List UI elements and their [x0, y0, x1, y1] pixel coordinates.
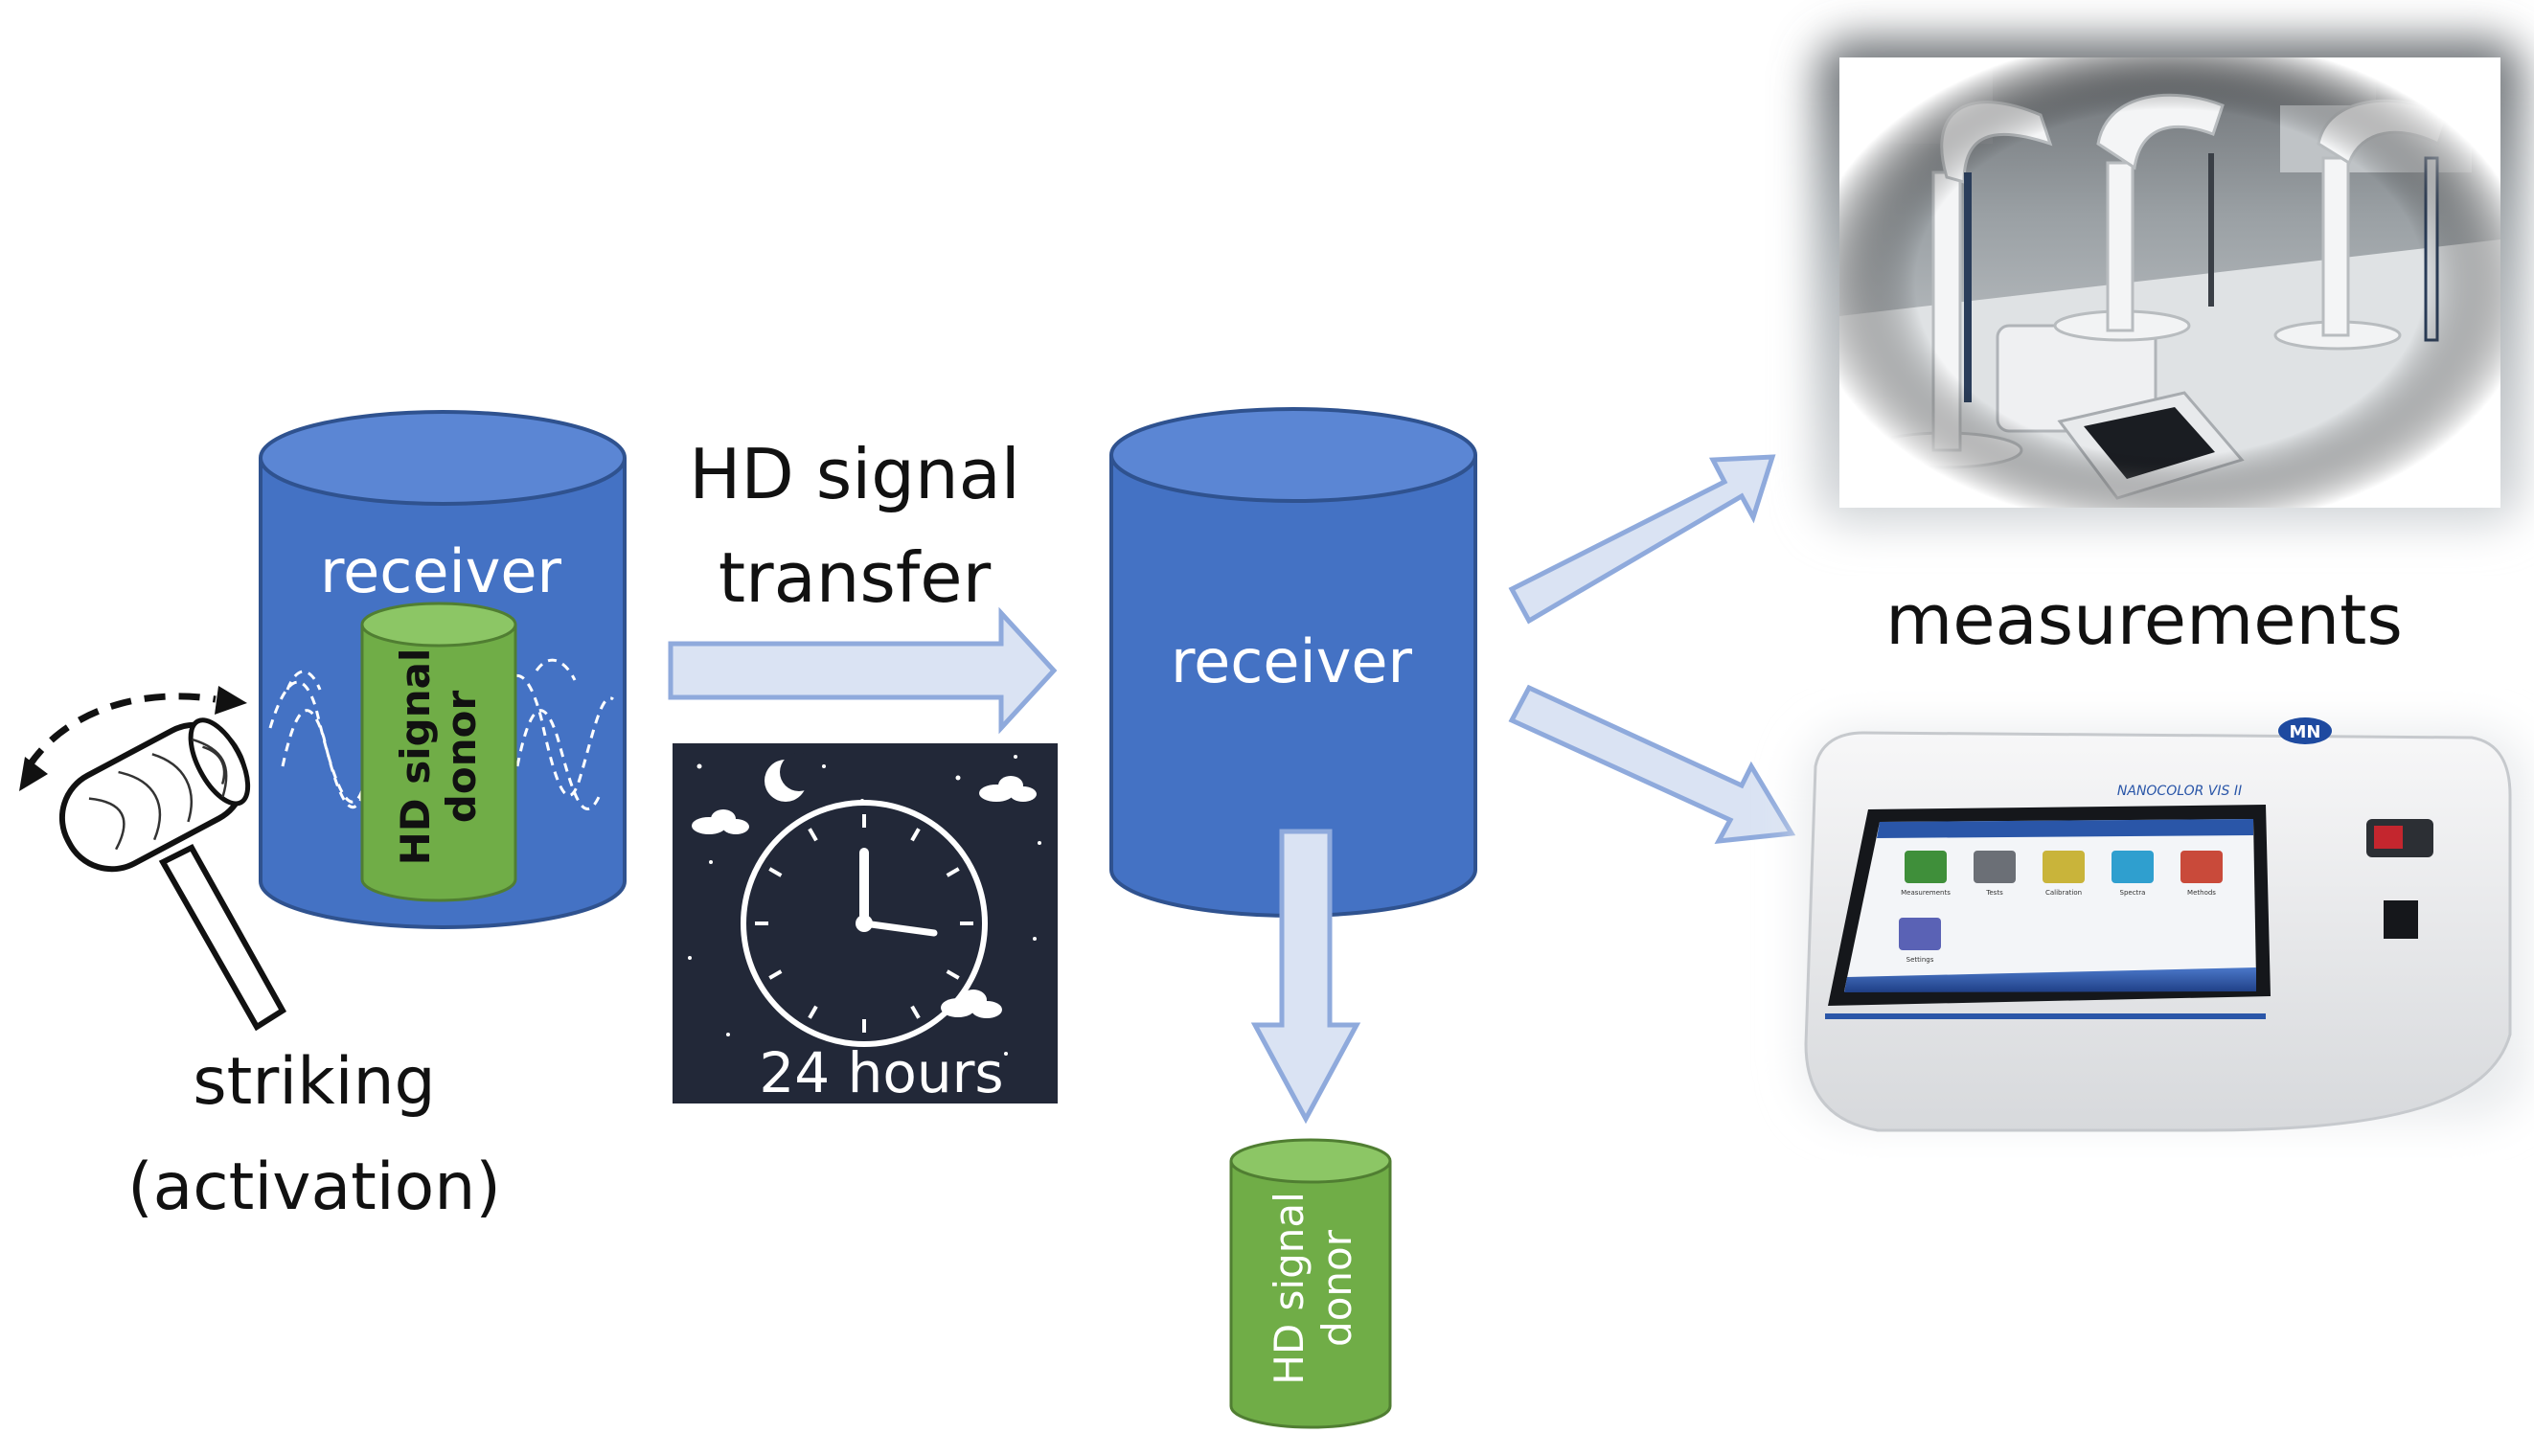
- transfer-label-line2: transfer: [719, 537, 992, 618]
- transfer-arrow: [668, 606, 1058, 735]
- photometer-app-icon: [1899, 918, 1941, 950]
- moon-icon: [765, 753, 818, 802]
- photometer-app-label: Settings: [1906, 956, 1934, 964]
- donor-cylinder-inside: [360, 602, 517, 902]
- clock-tick: [768, 969, 783, 980]
- electrode-stands-photo: [1815, 38, 2524, 527]
- photometer-app-label: Methods: [2187, 889, 2216, 897]
- dashed-curved-arrow-icon: [19, 686, 247, 791]
- clock-tick: [910, 828, 921, 842]
- arrow-to-photometer: [1508, 684, 1796, 844]
- photometer-model-text: NANOCOLOR VIS II: [2117, 784, 2242, 799]
- photometer-brand-badge: MN: [2290, 722, 2321, 742]
- clock-tick: [808, 1005, 818, 1019]
- photometer-app-icon: [2180, 851, 2223, 883]
- donor-cylinder-removed: [1229, 1138, 1392, 1429]
- donor-removed-line1: HD signal: [1266, 1192, 1313, 1385]
- clock-icon: [741, 800, 988, 1047]
- photometer-app-label: Tests: [1985, 889, 2003, 897]
- clock-tick: [768, 867, 783, 877]
- clock-tick: [946, 969, 960, 980]
- photometer-app-icon: [2112, 851, 2154, 883]
- clock-tick: [910, 1005, 921, 1019]
- photometer-app-icon: [2043, 851, 2085, 883]
- receiver-left-label: receiver: [320, 536, 562, 606]
- receiver-center-label: receiver: [1171, 626, 1413, 696]
- arrow-to-electrodes: [1508, 454, 1776, 625]
- transfer-label-line1: HD signal: [689, 434, 1019, 514]
- removal-arrow: [1250, 829, 1361, 1125]
- striking-label-line2: (activation): [127, 1149, 501, 1225]
- receiver-cylinder-center: [1109, 407, 1477, 918]
- striking-label-line1: striking: [193, 1044, 435, 1120]
- clock-tick: [946, 867, 960, 877]
- night-clock-panel: 24 hours: [673, 743, 1058, 1105]
- photometer-app-label: Measurements: [1901, 889, 1951, 897]
- clock-duration-label: 24 hours: [759, 1040, 1003, 1105]
- photometer-photo: Measurements Tests Calibration Spectra Metho…: [1801, 717, 2529, 1132]
- photometer-app-icon: [1974, 851, 2016, 883]
- donor-removed-line2: donor: [1313, 1229, 1360, 1347]
- hammer-icon: [58, 717, 287, 1032]
- photometer-app-label: Spectra: [2120, 889, 2146, 897]
- cloud-icon: [692, 776, 1037, 1018]
- photometer-app-label: Calibration: [2045, 889, 2082, 897]
- donor-inside-line2: donor: [438, 691, 485, 824]
- clock-tick: [808, 828, 818, 842]
- donor-inside-line1: HD signal: [392, 648, 439, 866]
- photometer-app-icon: [1905, 851, 1947, 883]
- measurements-label: measurements: [1885, 580, 2403, 660]
